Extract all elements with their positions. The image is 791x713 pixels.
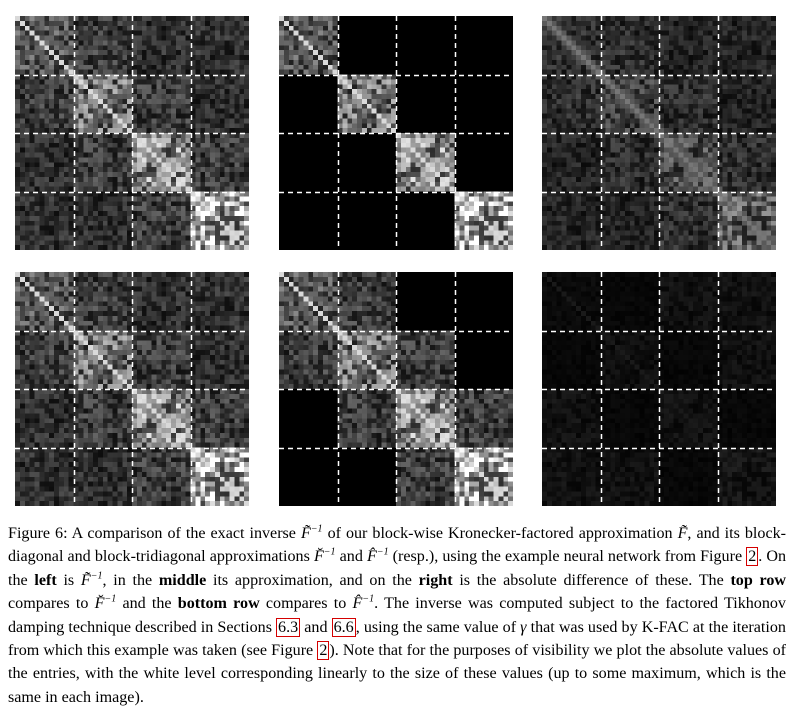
panel-top-middle bbox=[279, 16, 513, 250]
math-f-breve-inverse-2: F̆−1 bbox=[94, 593, 117, 613]
bottom-row-emphasis: bottom row bbox=[177, 595, 260, 613]
block-lines-top-right bbox=[542, 16, 776, 250]
math-f-tilde-inverse-2: F̃−1 bbox=[80, 570, 103, 589]
panel-top-left bbox=[15, 16, 249, 250]
panel-bottom-right bbox=[542, 272, 776, 506]
math-f-hat-inverse-2: F̂−1 bbox=[352, 593, 375, 613]
math-f-tilde-inverse: F̃−1 bbox=[300, 523, 323, 542]
left-emphasis: left bbox=[34, 571, 57, 589]
top-row-emphasis: top row bbox=[730, 571, 787, 589]
panel-bottom-left bbox=[15, 272, 249, 506]
math-f-tilde: F̃ bbox=[677, 525, 688, 542]
figure-2-link-2[interactable]: 2 bbox=[317, 641, 330, 661]
block-lines-top-left bbox=[15, 16, 249, 250]
caption-label: Figure 6: bbox=[8, 525, 68, 542]
figure-2-link[interactable]: 2 bbox=[746, 547, 759, 567]
right-emphasis: right bbox=[418, 571, 453, 589]
math-gamma: γ bbox=[520, 618, 527, 636]
math-f-hat-inverse: F̂−1 bbox=[366, 547, 389, 566]
math-f-breve-inverse: F̆−1 bbox=[313, 547, 336, 566]
figure-caption: Figure 6: A comparison of the exact inve… bbox=[8, 523, 787, 706]
block-lines-bottom-left bbox=[15, 272, 249, 506]
block-lines-bottom-right bbox=[542, 272, 776, 506]
panel-top-right bbox=[542, 16, 776, 250]
block-lines-top-middle bbox=[279, 16, 513, 250]
section-6-3-link[interactable]: 6.3 bbox=[276, 617, 301, 637]
block-lines-bottom-middle bbox=[279, 272, 513, 506]
panel-bottom-middle bbox=[279, 272, 513, 506]
section-6-6-link[interactable]: 6.6 bbox=[331, 617, 356, 637]
middle-emphasis: middle bbox=[158, 571, 207, 589]
